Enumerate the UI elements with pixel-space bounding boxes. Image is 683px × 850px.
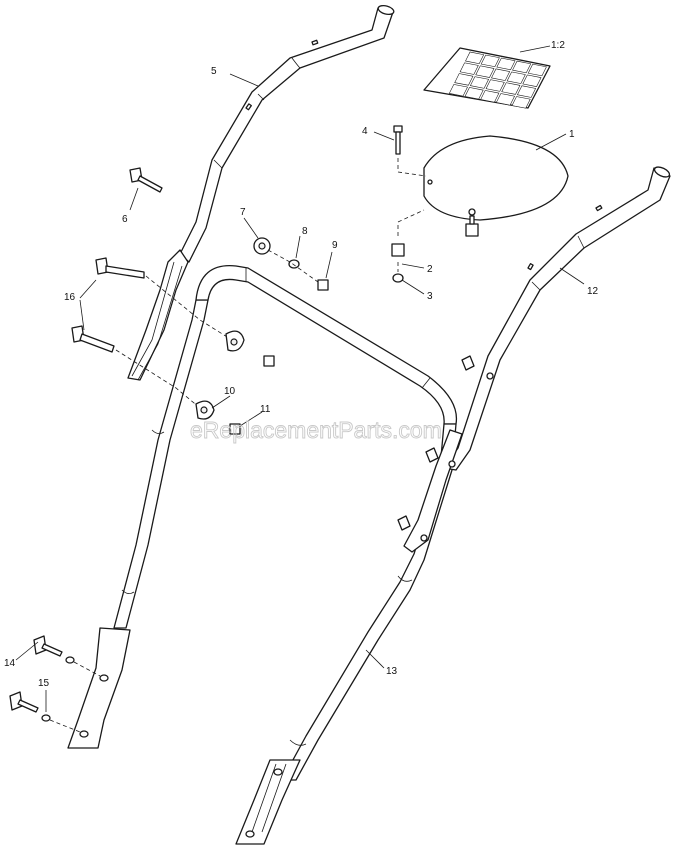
callout-4: 4	[362, 126, 368, 137]
left-upper-handle-part-5	[127, 4, 395, 381]
callout-8: 8	[302, 226, 308, 237]
knob-part-10-upper	[225, 330, 245, 352]
bolt-part-14-lower	[9, 691, 39, 713]
callout-7: 7	[240, 207, 246, 218]
bolt-part-16-lower	[71, 325, 115, 353]
nut-part-11-upper	[263, 355, 275, 367]
callout-2: 2	[427, 264, 433, 275]
nut-part-9	[317, 279, 329, 291]
bolt-part-16-upper	[95, 257, 145, 279]
callout-14: 14	[4, 658, 16, 669]
bolt-part-14-upper	[33, 635, 63, 657]
washer-part-3	[392, 262, 404, 283]
bolt-part-6	[129, 167, 163, 193]
lower-handle-frame-part-13	[67, 264, 458, 845]
assembly-line-7-9	[267, 249, 319, 283]
washer-part-15-upper	[65, 656, 75, 664]
callout-6: 6	[122, 214, 128, 225]
callout-15: 15	[38, 678, 50, 689]
decal-part-1-2	[423, 47, 551, 109]
callout-12: 12	[587, 286, 599, 297]
callout-11: 11	[260, 404, 271, 415]
assembly-line-16-upper	[145, 275, 233, 341]
callout-16: 16	[64, 292, 76, 303]
assembly-line-14-lower	[49, 719, 81, 733]
callout-5: 5	[211, 66, 217, 77]
watermark-text: eReplacementParts.com	[190, 417, 442, 443]
knob-part-10-lower	[195, 400, 215, 420]
callout-9: 9	[332, 240, 338, 251]
shield-part-1	[423, 135, 569, 237]
assembly-line-16-lower	[115, 349, 201, 409]
bolt-part-4	[393, 125, 427, 177]
assembly-line-14-upper	[73, 661, 101, 677]
knob-part-7	[253, 237, 271, 255]
callout-1: 1	[569, 129, 575, 140]
washer-part-15-lower	[41, 714, 51, 722]
nut-part-2	[391, 209, 425, 257]
callout-1-2: 1:2	[551, 40, 565, 51]
leader-lines	[15, 45, 585, 712]
nut-part-11-lower	[229, 423, 241, 435]
right-upper-handle-part-12	[397, 166, 671, 553]
callout-13: 13	[386, 666, 398, 677]
callout-10: 10	[224, 386, 236, 397]
washer-part-8	[288, 259, 300, 269]
callout-3: 3	[427, 291, 433, 302]
